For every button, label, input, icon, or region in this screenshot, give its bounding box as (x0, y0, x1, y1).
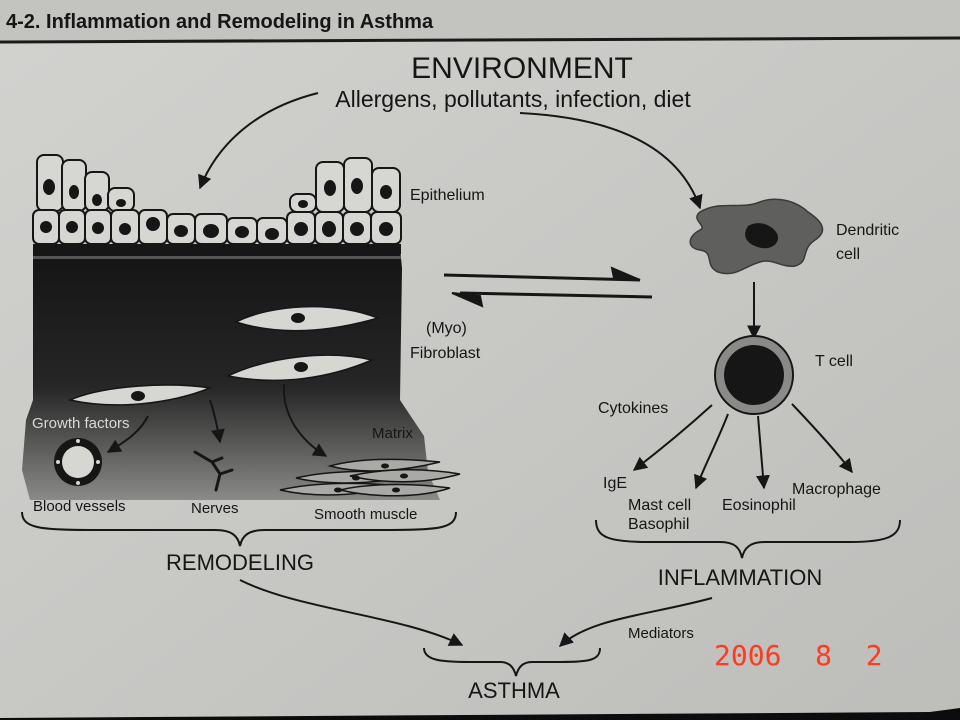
label-eosinophil: Eosinophil (722, 497, 796, 514)
label-inflammation: INFLAMMATION (658, 565, 823, 590)
label-basophil: Basophil (628, 516, 689, 533)
asthma-brace (423, 647, 601, 677)
remodeling-to-asthma-arrow (239, 579, 464, 646)
nerve-shape (193, 450, 234, 492)
equilibrium-arrows (443, 266, 653, 308)
t-cell-nucleus (724, 345, 784, 405)
inflammation-brace (595, 519, 901, 559)
fibroblast-to-muscle-arrow (282, 383, 328, 457)
fibroblast-nuclei (131, 313, 308, 401)
label-cell: cell (836, 246, 860, 263)
label-smooth-muscle: Smooth muscle (314, 506, 417, 523)
label-myo: (Myo) (426, 320, 467, 337)
label-growth-factors: Growth factors (32, 415, 130, 432)
tcell-to-eosinophil-arrow (755, 415, 770, 490)
blood-vessel-dots (56, 439, 100, 485)
dendritic-cell-nucleus (745, 223, 779, 249)
label-dendritic: Dendritic (836, 222, 899, 239)
smooth-muscle-nuclei (334, 463, 408, 493)
epithelium-nuclei (40, 178, 393, 240)
label-mast-cell: Mast cell (628, 497, 691, 514)
label-cytokines: Cytokines (598, 400, 668, 417)
environment-title: ENVIRONMENT (411, 52, 633, 85)
smooth-muscle-cells (279, 458, 461, 497)
header-rule (0, 36, 960, 44)
label-fibroblast: Fibroblast (410, 345, 481, 362)
tcell-to-ige-arrow (632, 404, 713, 471)
environment-subtitle: Allergens, pollutants, infection, diet (335, 86, 691, 112)
growth-factors-arrow (106, 415, 149, 453)
label-macrophage: Macrophage (792, 481, 881, 498)
header-band (0, 0, 960, 40)
label-mediators: Mediators (628, 625, 694, 642)
fibroblast-to-nerves-arrow (209, 399, 225, 444)
label-blood-vessels: Blood vessels (33, 498, 126, 515)
label-t-cell: T cell (815, 353, 853, 370)
label-epithelium: Epithelium (410, 187, 485, 204)
remodeling-brace (21, 511, 457, 547)
epithelium-cells (32, 154, 402, 245)
blood-vessel-lumen (62, 446, 94, 478)
tcell-to-mastcell-arrow (694, 413, 729, 490)
environment-to-epithelium-arrow (198, 92, 319, 190)
label-nerves: Nerves (191, 500, 239, 517)
label-ige: IgE (603, 475, 627, 492)
environment-to-dendritic-arrow (519, 112, 703, 210)
label-matrix: Matrix (372, 425, 413, 442)
date-stamp: 2006 8 2 (714, 639, 883, 672)
tcell-to-macrophage-arrow (791, 403, 853, 474)
label-remodeling: REMODELING (166, 550, 314, 575)
figure-title: 4-2. Inflammation and Remodeling in Asth… (6, 11, 434, 33)
label-asthma: ASTHMA (468, 678, 560, 703)
inflammation-to-asthma-arrow (558, 597, 713, 647)
